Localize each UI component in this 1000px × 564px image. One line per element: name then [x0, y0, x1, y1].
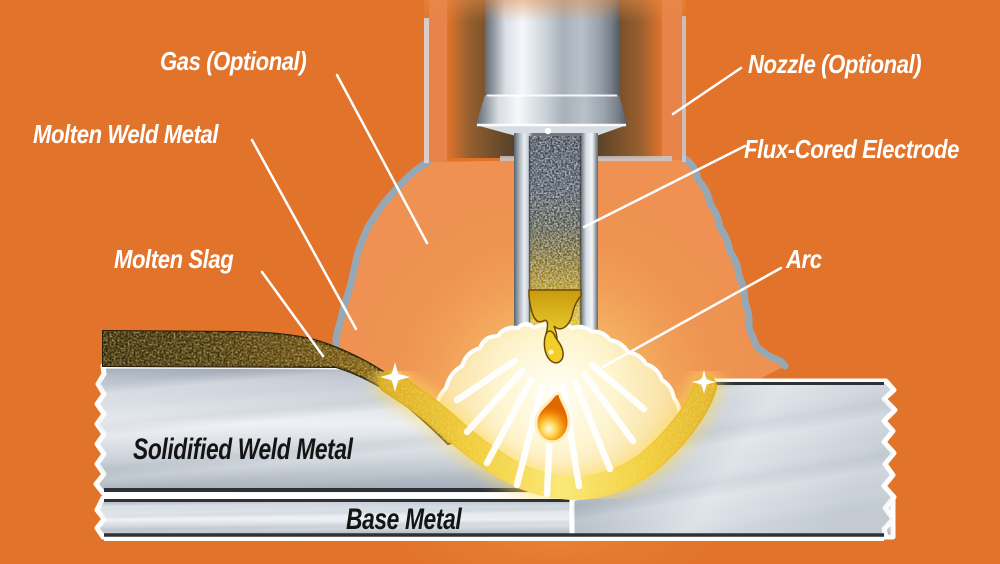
label-base-metal: Base Metal [346, 503, 462, 536]
sparkle-glint-left [380, 362, 410, 392]
label-nozzle: Nozzle (Optional) [748, 49, 922, 79]
right-block-sheen [572, 381, 895, 537]
slag-speckle-dark [103, 331, 462, 444]
label-solidified-weld-metal: Solidified Weld Metal [133, 433, 353, 466]
nozzle-wall-right [662, 0, 682, 160]
sparkle-glint-right [692, 370, 716, 394]
nozzle-wall-left [429, 0, 447, 162]
molten-droplet [533, 391, 573, 444]
molten-drip [528, 289, 582, 364]
label-molten-slag: Molten Slag [114, 244, 234, 274]
leader-line-flux-cored-electrode [582, 144, 747, 229]
tube-top-glint [544, 127, 552, 135]
welding-gun [424, 0, 686, 333]
gas-cloud-outline-left [332, 158, 432, 377]
molten-band-speckle [380, 372, 715, 499]
gun-top-fade [424, 0, 686, 22]
leader-line-molten-slag [260, 270, 325, 358]
nozzle-edge-left [424, 18, 429, 163]
leader-line-arc [601, 266, 783, 369]
nozzle-edge-right [682, 16, 686, 162]
contact-tip-cone [476, 95, 627, 125]
label-arc: Arc [786, 244, 822, 274]
gas-cloud-outline-right [680, 154, 789, 370]
label-molten-weld-metal: Molten Weld Metal [33, 119, 219, 149]
drip-tip [543, 330, 564, 364]
drip-glint [548, 349, 554, 355]
leader-lines [250, 66, 783, 369]
droplet-body [534, 391, 571, 444]
leader-line-molten-weld-metal [250, 138, 358, 331]
leader-line-gas [335, 73, 429, 245]
label-flux-cored-electrode: Flux-Cored Electrode [744, 134, 959, 164]
leader-line-nozzle [671, 66, 743, 116]
weld-pool-molten-band [372, 364, 723, 507]
label-gas: Gas (Optional) [160, 46, 307, 76]
weld-metal-sheen [96, 366, 572, 493]
